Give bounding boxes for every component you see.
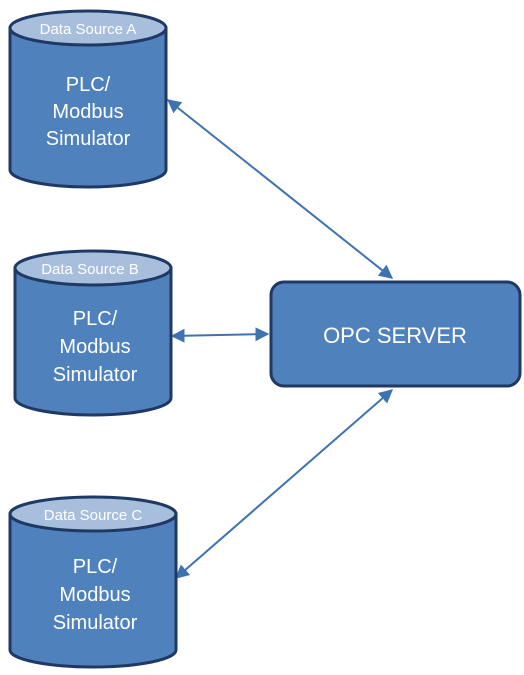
data-source-c-cylinder: Data Source C PLC/ Modbus Simulator xyxy=(8,495,178,669)
data-source-a-line1: PLC/ xyxy=(66,74,111,96)
data-source-a-cylinder: Data Source A PLC/ Modbus Simulator xyxy=(8,9,168,189)
connector-b-server xyxy=(170,327,270,343)
data-source-b-line3: Simulator xyxy=(53,364,138,386)
data-source-a-caption: Data Source A xyxy=(40,21,137,38)
data-source-b-line2: Modbus xyxy=(59,336,130,358)
data-source-a-line3: Simulator xyxy=(46,128,131,150)
data-source-c-line2: Modbus xyxy=(59,584,130,606)
data-source-c-line3: Simulator xyxy=(53,612,138,634)
connector-a-server xyxy=(166,99,394,279)
data-source-b-cylinder: Data Source B PLC/ Modbus Simulator xyxy=(13,249,173,417)
data-source-a-line2: Modbus xyxy=(52,101,123,123)
data-source-c-line1: PLC/ xyxy=(73,556,118,578)
data-source-b-line1: PLC/ xyxy=(73,308,118,330)
data-source-c-caption: Data Source C xyxy=(44,507,143,524)
opc-server-box: OPC SERVER xyxy=(269,280,522,388)
connector-c-server xyxy=(174,389,394,579)
opc-server-label: OPC SERVER xyxy=(323,323,467,348)
data-source-b-caption: Data Source B xyxy=(41,261,139,278)
